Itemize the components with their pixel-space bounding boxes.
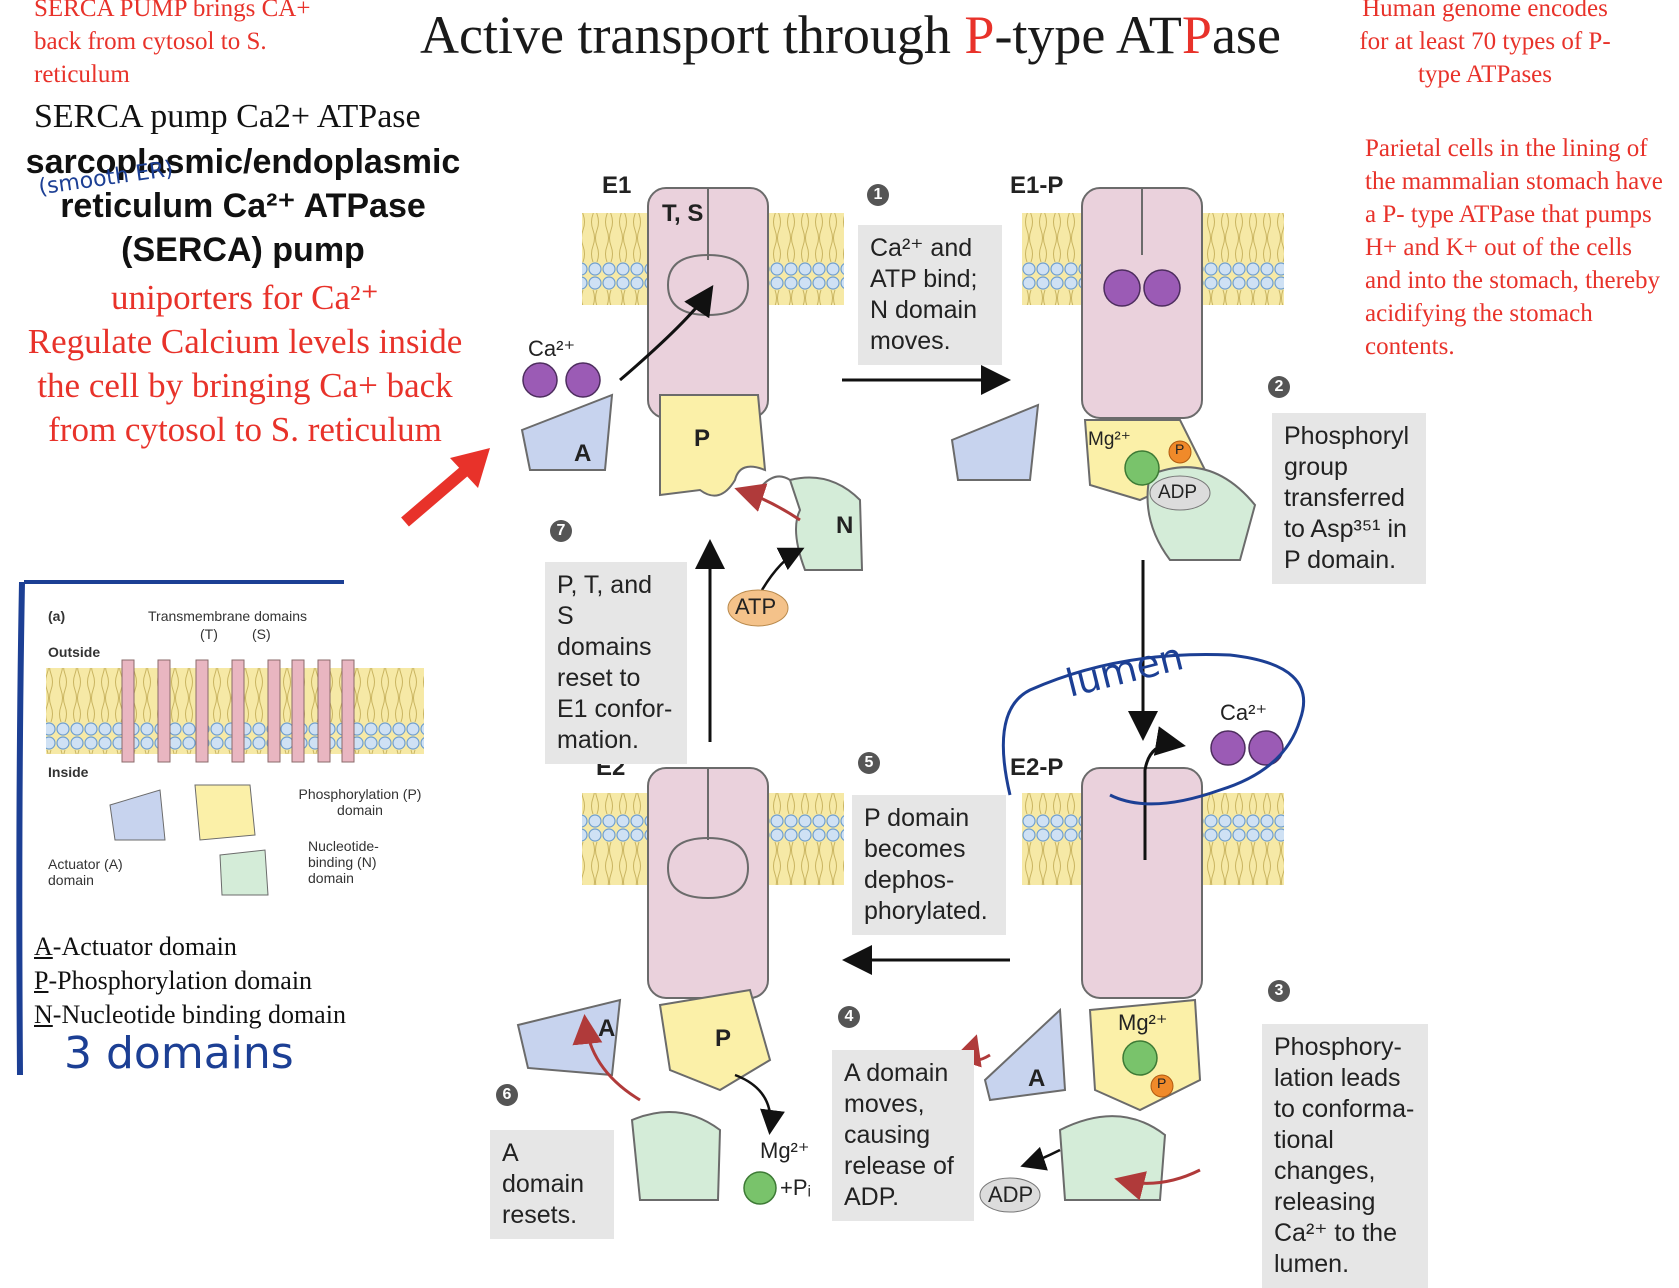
a-label-e1: A bbox=[574, 440, 592, 467]
step-1-number: 1 bbox=[867, 184, 889, 206]
n-domain-e2p bbox=[1058, 1115, 1167, 1201]
n-domain-e2 bbox=[630, 1111, 722, 1201]
inset-domain-diagram bbox=[16, 580, 424, 1076]
page-title: Active transport through P-type ATPase bbox=[420, 5, 1281, 65]
adp-label-e1p: ADP bbox=[1158, 482, 1198, 503]
protein-e2p bbox=[953, 726, 1284, 1213]
step-6-number: 6 bbox=[496, 1084, 518, 1106]
legend-phosphorylation: P-Phosphorylation domain bbox=[34, 966, 313, 995]
n-domain-e1 bbox=[788, 476, 864, 571]
parietal-cells-note: Parietal cells in the lining of the mamm… bbox=[1365, 135, 1663, 360]
step-4-description: A domain moves, causing release of ADP. bbox=[832, 1050, 974, 1221]
serca-pump-note: SERCA PUMP brings CA+ back from cytosol … bbox=[34, 0, 311, 88]
inset-nucleotide-label: Nucleotide- binding (N) domain bbox=[308, 838, 379, 886]
a-label-e2: A bbox=[598, 1015, 616, 1042]
step-7-number: 7 bbox=[550, 520, 572, 542]
adp-label-e2p: ADP bbox=[988, 1182, 1034, 1207]
a-label-e2p: A bbox=[1028, 1065, 1046, 1092]
ca-label-e2p: Ca²⁺ bbox=[1220, 700, 1268, 725]
step-3-description: Phosphory-lation leads to conforma-tiona… bbox=[1262, 1024, 1428, 1288]
inset-actuator-label: Actuator (A) domain bbox=[48, 856, 123, 888]
a-domain-e1p bbox=[950, 403, 1040, 481]
serca-full-name-line3: (SERCA) pump bbox=[121, 231, 365, 269]
step-7-description: P, T, and S domains reset to E1 confor-m… bbox=[545, 562, 687, 764]
step-4-number: 4 bbox=[838, 1006, 860, 1028]
mg-label-e2: Mg²⁺ bbox=[760, 1138, 810, 1163]
p-type-atpase-cycle-diagram bbox=[16, 187, 1306, 1213]
n-label-e1: N bbox=[836, 512, 854, 539]
pi-label-e2: +Pᵢ bbox=[780, 1175, 811, 1200]
a-domain-e2p bbox=[983, 1007, 1067, 1102]
state-e2p-label: E2-P bbox=[1010, 754, 1064, 781]
state-e1-label: E1 bbox=[602, 172, 632, 199]
protein-e1p bbox=[950, 187, 1257, 561]
state-e1p-label: E1-P bbox=[1010, 172, 1064, 199]
domain-legend: A-Actuator domain P-Phosphorylation doma… bbox=[34, 930, 346, 1032]
legend-actuator: A-Actuator domain bbox=[34, 932, 237, 961]
three-domains-handwritten: 3 domains bbox=[64, 1028, 294, 1079]
serca-full-name-line1: sarcoplasmic/endoplasmic bbox=[25, 143, 461, 181]
p-domain-e1 bbox=[659, 394, 767, 497]
p-domain-e2 bbox=[658, 988, 772, 1092]
inset-inside-label: Inside bbox=[48, 764, 89, 780]
serca-pump-heading: SERCA pump Ca2+ ATPase bbox=[34, 98, 421, 135]
inset-transmembrane-label: Transmembrane domains bbox=[148, 608, 307, 624]
ca-label-e1: Ca²⁺ bbox=[528, 336, 576, 361]
inset-phosphorylation-label: Phosphorylation (P) domain bbox=[298, 786, 422, 818]
serca-full-name-line2: reticulum Ca²⁺ ATPase bbox=[60, 187, 426, 225]
calcium-regulation-note: Regulate Calcium levels inside the cell … bbox=[27, 322, 463, 449]
ts-label: T, S bbox=[662, 200, 704, 227]
phosphate-chip-e2p: P bbox=[1157, 1075, 1167, 1091]
p-label-e2: P bbox=[715, 1025, 732, 1052]
step-3-number: 3 bbox=[1268, 980, 1290, 1002]
protein-e2 bbox=[516, 767, 785, 1205]
step-1-description: Ca²⁺ and ATP bind; N domain moves. bbox=[858, 225, 1002, 365]
step-2-number: 2 bbox=[1268, 376, 1290, 398]
uniporter-note: uniporters for Ca²⁺ bbox=[110, 278, 380, 317]
inset-s-label: (S) bbox=[252, 626, 271, 642]
mg-label-e1p: Mg²⁺ bbox=[1088, 429, 1131, 450]
inset-outside-label: Outside bbox=[48, 644, 101, 660]
genome-note: Human genome encodes for at least 70 typ… bbox=[1359, 0, 1611, 88]
inset-t-label: (T) bbox=[200, 626, 218, 642]
step-6-description: A domain resets. bbox=[490, 1130, 614, 1239]
protein-e1 bbox=[520, 187, 864, 627]
inset-panel-tag: (a) bbox=[48, 608, 66, 624]
phosphate-chip-e1p: P bbox=[1175, 441, 1185, 457]
atp-label: ATP bbox=[735, 594, 777, 619]
step-2-description: Phosphoryl group transferred to Asp³⁵¹ i… bbox=[1272, 413, 1426, 584]
step-5-description: P domain becomes dephos-phorylated. bbox=[852, 795, 1006, 935]
red-pointer-arrow bbox=[401, 463, 472, 527]
step-5-number: 5 bbox=[858, 752, 880, 774]
mg-label-e2p: Mg²⁺ bbox=[1118, 1010, 1168, 1035]
a-domain-e1 bbox=[520, 393, 614, 471]
lumen-annotation-loop bbox=[1001, 652, 1306, 806]
legend-nucleotide: N-Nucleotide binding domain bbox=[34, 1000, 346, 1029]
p-label-e1: P bbox=[694, 425, 711, 452]
